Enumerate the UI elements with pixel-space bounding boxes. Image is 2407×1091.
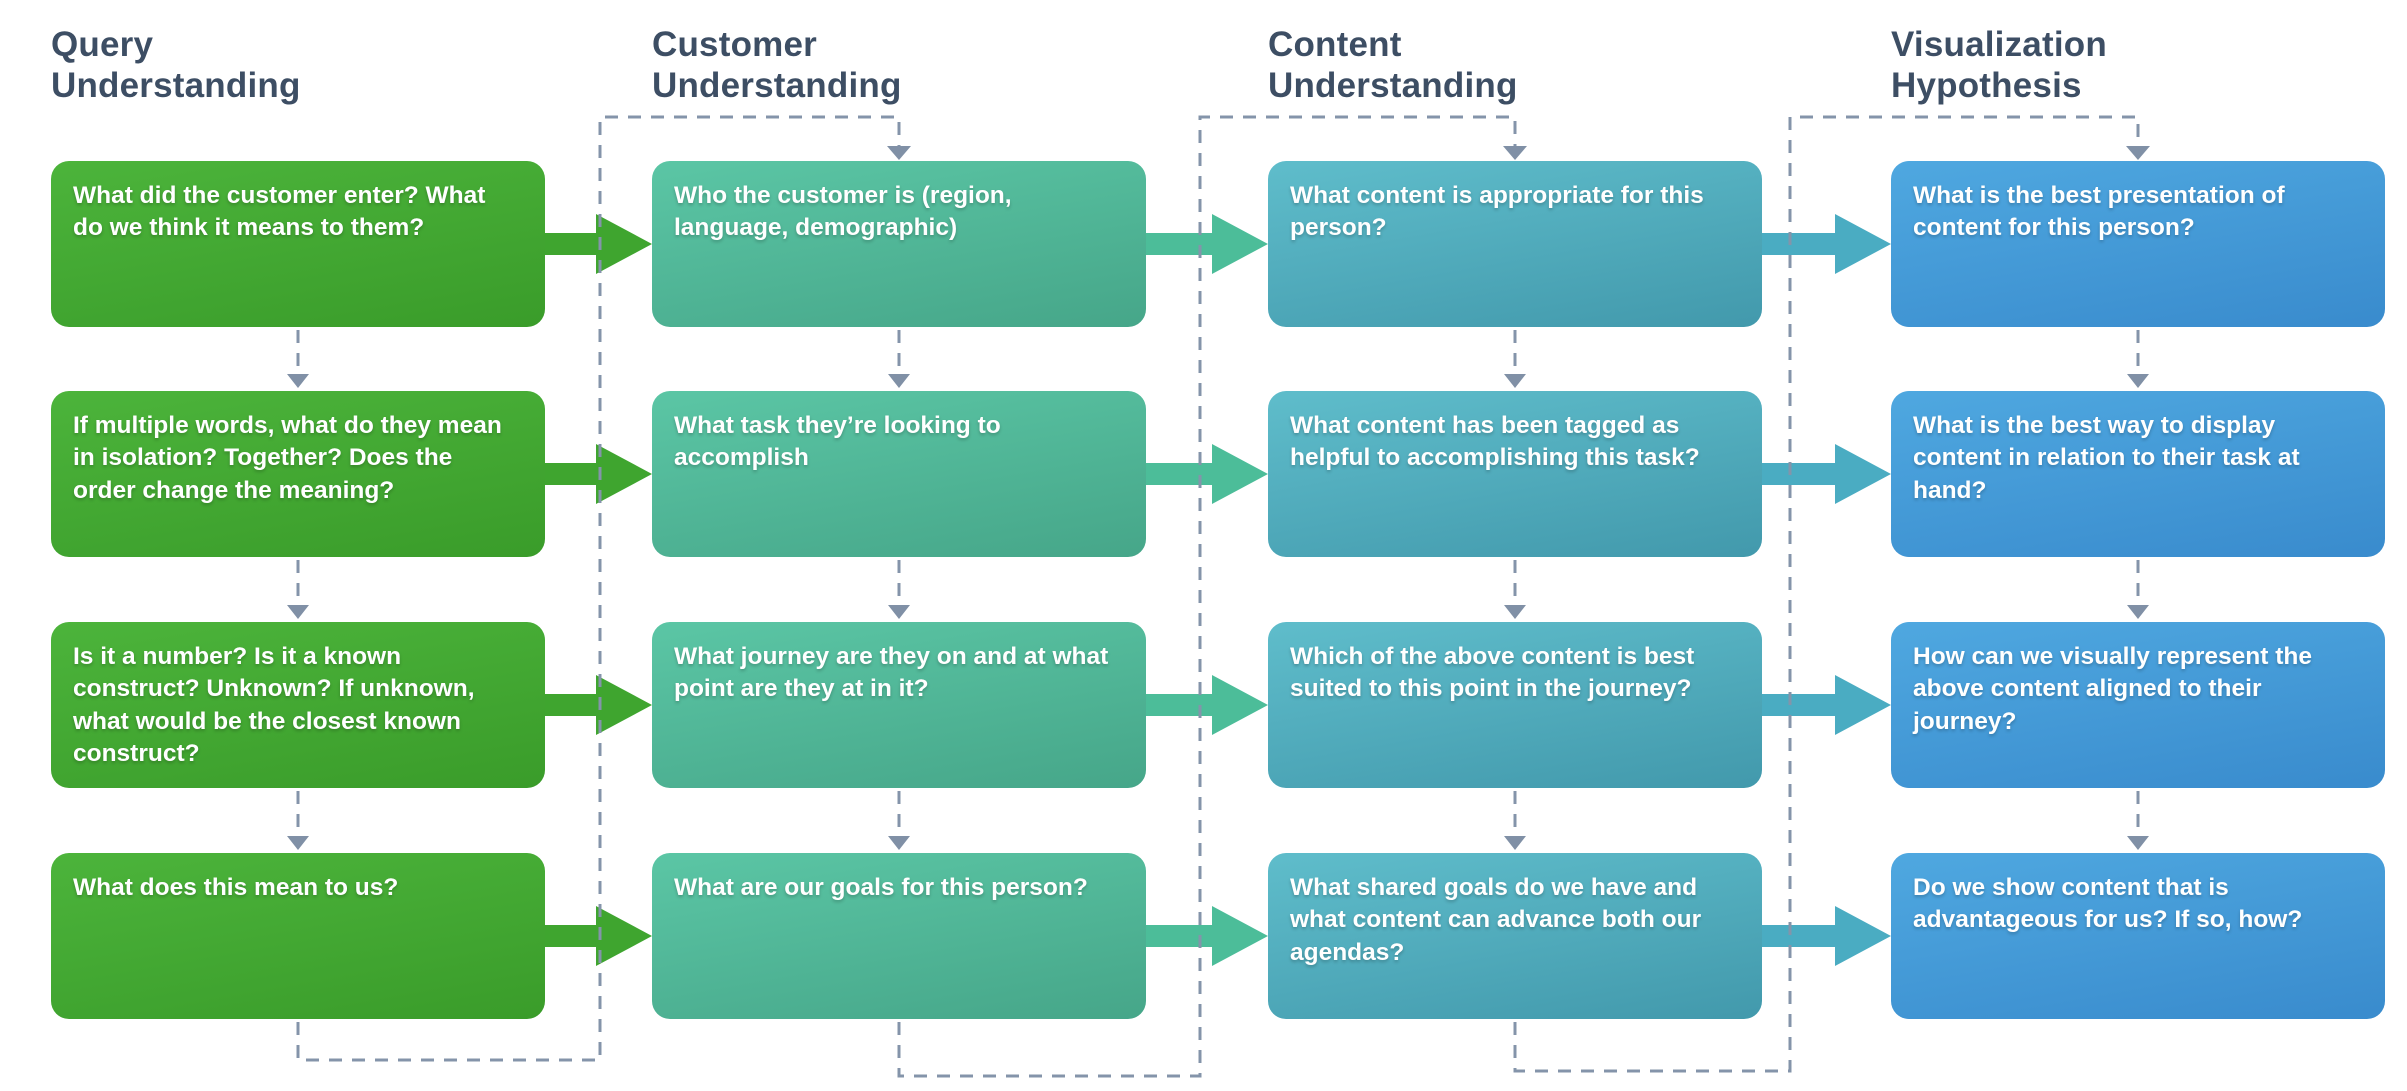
flow-box-content-4: What shared goals do we have and what co… bbox=[1268, 853, 1762, 1019]
flow-box-query-1: What did the customer enter? What do we … bbox=[51, 161, 545, 327]
dashed-connector-line bbox=[296, 115, 901, 1062]
column-header-query-understanding: Query Understanding bbox=[51, 25, 301, 106]
down-arrowhead-icon bbox=[1504, 605, 1526, 619]
solid-flow-arrow-icon bbox=[1146, 214, 1268, 274]
down-arrowhead-icon bbox=[2127, 605, 2149, 619]
down-arrowhead-icon bbox=[1504, 374, 1526, 388]
solid-flow-arrow-icon bbox=[1762, 675, 1891, 735]
down-arrowhead-icon bbox=[888, 374, 910, 388]
flow-box-customer-4: What are our goals for this person? bbox=[652, 853, 1146, 1019]
solid-flow-arrow-icon bbox=[1146, 906, 1268, 966]
flow-box-content-1: What content is appropriate for this per… bbox=[1268, 161, 1762, 327]
dashed-connector-line bbox=[897, 115, 1517, 1078]
column-header-content-understanding: Content Understanding bbox=[1268, 25, 1518, 106]
flow-box-visualization-3: How can we visually represent the above … bbox=[1891, 622, 2385, 788]
flow-box-customer-1: Who the customer is (region, language, d… bbox=[652, 161, 1146, 327]
down-arrowhead-icon bbox=[2126, 146, 2150, 160]
down-arrowhead-icon bbox=[887, 146, 911, 160]
flow-box-customer-2: What task they’re looking to accomplish bbox=[652, 391, 1146, 557]
down-arrowhead-icon bbox=[287, 605, 309, 619]
down-arrowhead-icon bbox=[1504, 836, 1526, 850]
down-arrowhead-icon bbox=[287, 374, 309, 388]
solid-flow-arrow-icon bbox=[1762, 444, 1891, 504]
flow-box-visualization-4: Do we show content that is advantageous … bbox=[1891, 853, 2385, 1019]
flow-box-query-4: What does this mean to us? bbox=[51, 853, 545, 1019]
flow-box-content-3: Which of the above content is best suite… bbox=[1268, 622, 1762, 788]
down-arrowhead-icon bbox=[1503, 146, 1527, 160]
flow-box-customer-3: What journey are they on and at what poi… bbox=[652, 622, 1146, 788]
solid-flow-arrow-icon bbox=[1146, 675, 1268, 735]
column-header-customer-understanding: Customer Understanding bbox=[652, 25, 902, 106]
flow-box-query-2: If multiple words, what do they mean in … bbox=[51, 391, 545, 557]
down-arrowhead-icon bbox=[2127, 374, 2149, 388]
flow-box-query-3: Is it a number? Is it a known construct?… bbox=[51, 622, 545, 788]
solid-flow-arrow-icon bbox=[1146, 444, 1268, 504]
flow-box-visualization-2: What is the best way to display content … bbox=[1891, 391, 2385, 557]
flow-box-visualization-1: What is the best presentation of content… bbox=[1891, 161, 2385, 327]
column-header-visualization-hypothesis: Visualization Hypothesis bbox=[1891, 25, 2107, 106]
solid-flow-arrow-icon bbox=[1762, 906, 1891, 966]
flow-box-content-2: What content has been tagged as helpful … bbox=[1268, 391, 1762, 557]
down-arrowhead-icon bbox=[287, 836, 309, 850]
solid-flow-arrow-icon bbox=[1762, 214, 1891, 274]
down-arrowhead-icon bbox=[2127, 836, 2149, 850]
down-arrowhead-icon bbox=[888, 836, 910, 850]
down-arrowhead-icon bbox=[888, 605, 910, 619]
